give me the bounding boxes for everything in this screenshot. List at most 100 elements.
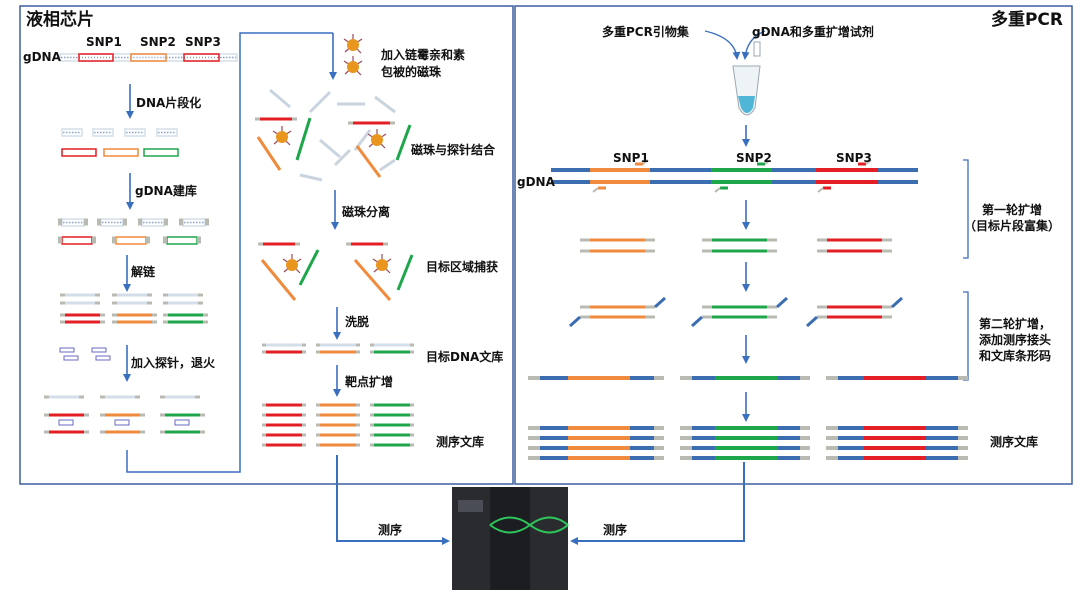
fragment (92, 128, 114, 137)
fragment (124, 128, 146, 137)
unbound-fragment (374, 95, 396, 114)
unbound-fragment (299, 173, 323, 182)
round2-bracket (963, 291, 969, 381)
step-probe-anneal: 加入探针，退火 (130, 355, 216, 370)
captured-target (396, 254, 414, 291)
streptavidin-bead (347, 61, 359, 73)
probe (63, 355, 79, 361)
bound-bead (376, 259, 388, 271)
primer-tail (714, 187, 721, 193)
pcr-tube-liquid (738, 96, 755, 113)
liquid-chip-title: 液相芯片 (26, 9, 94, 30)
primer-tail (642, 159, 649, 165)
barcode-adapter (653, 296, 667, 309)
probe (91, 347, 107, 353)
unbound-fragment (269, 88, 291, 109)
barcode-adapter (805, 315, 819, 328)
streptavidin-bead (347, 39, 359, 51)
captured-target (256, 136, 282, 171)
multiplex-pcr-frame (514, 5, 1073, 485)
step-add-beads-line2: 包被的磁珠 (380, 64, 442, 79)
bound-bead (371, 134, 383, 146)
unbound-fragment (319, 138, 341, 159)
probe (174, 419, 190, 426)
fragment-snp3 (143, 148, 179, 157)
barcode-adapter (568, 315, 582, 328)
round1-line1: 第一轮扩增 (982, 202, 1042, 217)
probe (114, 419, 130, 426)
primer-tail (592, 187, 599, 193)
captured-target (353, 259, 392, 301)
step-target-capture: 目标区域捕获 (426, 259, 498, 274)
captured-target (355, 145, 382, 178)
arrow-primer-set (704, 30, 741, 60)
snp3-label: SNP3 (185, 35, 221, 49)
bound-bead (286, 259, 298, 271)
unbound-fragment (379, 158, 396, 172)
barcode-adapter (690, 315, 704, 328)
step-denature: 解链 (131, 264, 156, 279)
round1-bracket (963, 159, 969, 259)
arrow-reagents (741, 30, 766, 60)
step-library-prep: gDNA建库 (135, 183, 197, 198)
primer-tail (817, 187, 824, 193)
flow-connector (126, 32, 333, 473)
sequencer-dna-helix (489, 516, 569, 534)
probe (58, 419, 74, 426)
pcr-tube-cap (753, 41, 761, 57)
diagram-shapes (19, 5, 1073, 590)
pcr-snp2-label: SNP2 (736, 151, 772, 165)
unbound-fragment (308, 90, 332, 114)
probe (59, 347, 75, 353)
round2-line2: 添加测序接头 (979, 332, 1051, 347)
reagents-label: gDNA和多重扩增试剂 (752, 24, 874, 39)
step-sequencing-library-right: 测序文库 (990, 434, 1038, 449)
liquid-chip-frame (19, 5, 514, 485)
step-fragmentation: DNA片段化 (136, 95, 201, 110)
snp1-region (78, 53, 114, 62)
pcr-snp1-label: SNP1 (613, 151, 649, 165)
step-add-beads-line1: 加入链霉亲和素 (380, 47, 465, 62)
bound-bead (276, 131, 288, 143)
captured-target (295, 117, 312, 161)
primer-set-label: 多重PCR引物集 (602, 24, 690, 39)
barcode-adapter (775, 296, 789, 309)
fragment-snp1 (61, 148, 97, 157)
snp3-region (183, 53, 220, 62)
captured-target (298, 249, 320, 286)
step-elution: 洗脱 (345, 314, 369, 329)
unbound-fragment (333, 148, 352, 167)
barcode-adapter (890, 296, 904, 309)
round1-line2: （目标片段富集） (964, 218, 1060, 233)
primer-tail (764, 159, 771, 165)
fragment (156, 128, 178, 137)
arrow-sequencing-left (336, 455, 450, 545)
captured-target (260, 259, 297, 301)
fragment-snp2 (103, 148, 139, 157)
snp2-region (130, 53, 167, 62)
sequencer-panel (530, 487, 568, 590)
sequencing-label-right: 测序 (603, 522, 627, 537)
step-bead-separation: 磁珠分离 (341, 204, 390, 219)
round2-line3: 和文库条形码 (978, 348, 1051, 363)
primer-tail (865, 159, 872, 165)
step-sequencing-library-left: 测序文库 (436, 434, 484, 449)
multiplex-pcr-title: 多重PCR (991, 9, 1063, 30)
step-bead-probe-binding: 磁珠与探针结合 (410, 142, 496, 157)
arrow-sequencing-right (570, 462, 745, 545)
pcr-snp3-label: SNP3 (836, 151, 872, 165)
sequencer-screen (458, 500, 483, 512)
probe (95, 355, 111, 361)
captured-target (395, 124, 412, 161)
round2-line1: 第二轮扩增， (979, 316, 1051, 331)
sequencing-label-left: 测序 (378, 522, 402, 537)
gdna-label: gDNA (23, 50, 62, 64)
step-target-library: 目标DNA文库 (426, 349, 503, 364)
snp1-label: SNP1 (86, 35, 122, 49)
snp2-label: SNP2 (140, 35, 176, 49)
step-target-amplification: 靶点扩增 (345, 374, 393, 389)
pcr-gdna-label: gDNA (517, 175, 556, 189)
fragment (61, 128, 83, 137)
